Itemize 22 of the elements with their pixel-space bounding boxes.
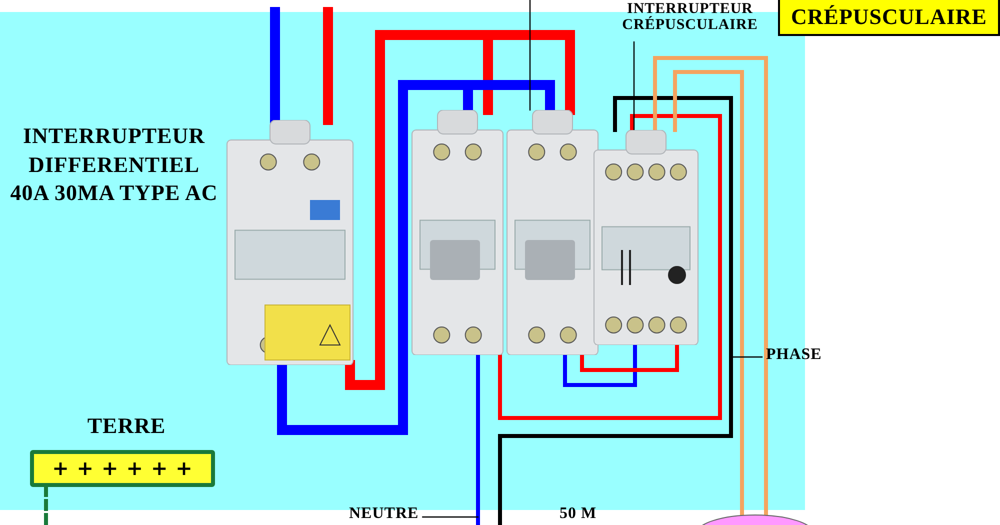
wire	[673, 70, 744, 516]
wire	[563, 343, 637, 387]
leader-line	[730, 356, 763, 358]
wire	[476, 353, 480, 525]
wire	[44, 485, 48, 525]
wire	[498, 114, 722, 420]
earth-label: TERRE	[86, 414, 167, 438]
title-box	[778, 0, 1000, 36]
wire-label: NEUTRE	[349, 506, 419, 523]
terminal-marks: + + + + + +	[51, 455, 194, 482]
device-label: INTERRUPTEUR CRÉPUSCULAIRE	[621, 2, 759, 34]
length-label: 50 M	[558, 506, 598, 523]
leader-line	[422, 516, 479, 518]
leader-line	[529, 0, 531, 111]
title-text: CRÉPUSCULAIRE	[790, 3, 988, 31]
wire	[270, 7, 280, 125]
device-label: INTERRUPTEUR DIFFERENTIEL 40A 30MA TYPE AC	[9, 122, 219, 208]
wire	[498, 96, 733, 525]
leader-line	[633, 41, 635, 131]
wire	[323, 7, 333, 125]
wire	[653, 56, 768, 516]
wire	[580, 343, 679, 372]
